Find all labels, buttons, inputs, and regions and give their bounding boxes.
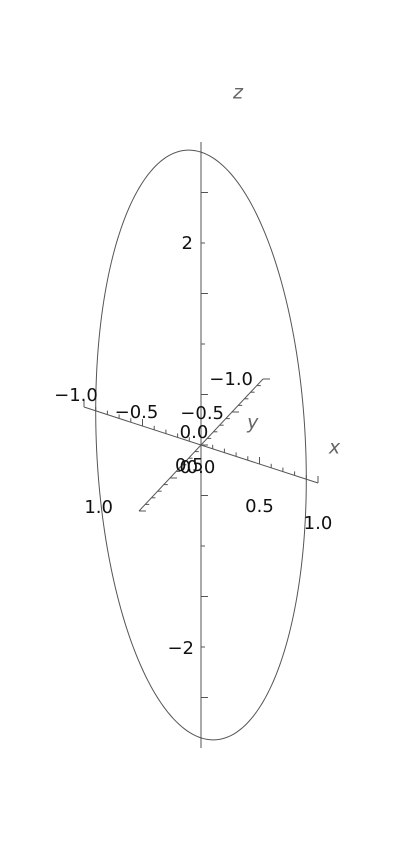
ellipse-curve <box>95 149 307 741</box>
x-tick-label: −0.5 <box>115 402 159 423</box>
y-tick-label: −1.0 <box>209 369 253 390</box>
z-tick-label: 0 <box>180 457 191 478</box>
z-tick-label: −2 <box>167 638 194 659</box>
x-tick-label: 0.5 <box>245 496 274 517</box>
y-tick-label: 0.0 <box>187 457 216 478</box>
y-tick-label: −0.5 <box>180 403 224 424</box>
x-axis-title: x <box>328 437 341 459</box>
z-tick-label: 2 <box>182 233 193 254</box>
y-tick-label: 0.5 <box>175 455 204 476</box>
y-axis-title: y <box>246 412 259 434</box>
x-tick-label: −1.0 <box>54 385 98 406</box>
y-tick-label: 1.0 <box>84 497 113 518</box>
x-tick-label: 1.0 <box>304 513 333 534</box>
z-axis-title: z <box>232 82 244 104</box>
curve-layer <box>95 149 307 741</box>
labels-layer: −1.0−0.50.00.51.0−1.0−0.50.00.51.0−202xy… <box>54 82 341 660</box>
x-tick-label: 0.0 <box>180 422 209 443</box>
